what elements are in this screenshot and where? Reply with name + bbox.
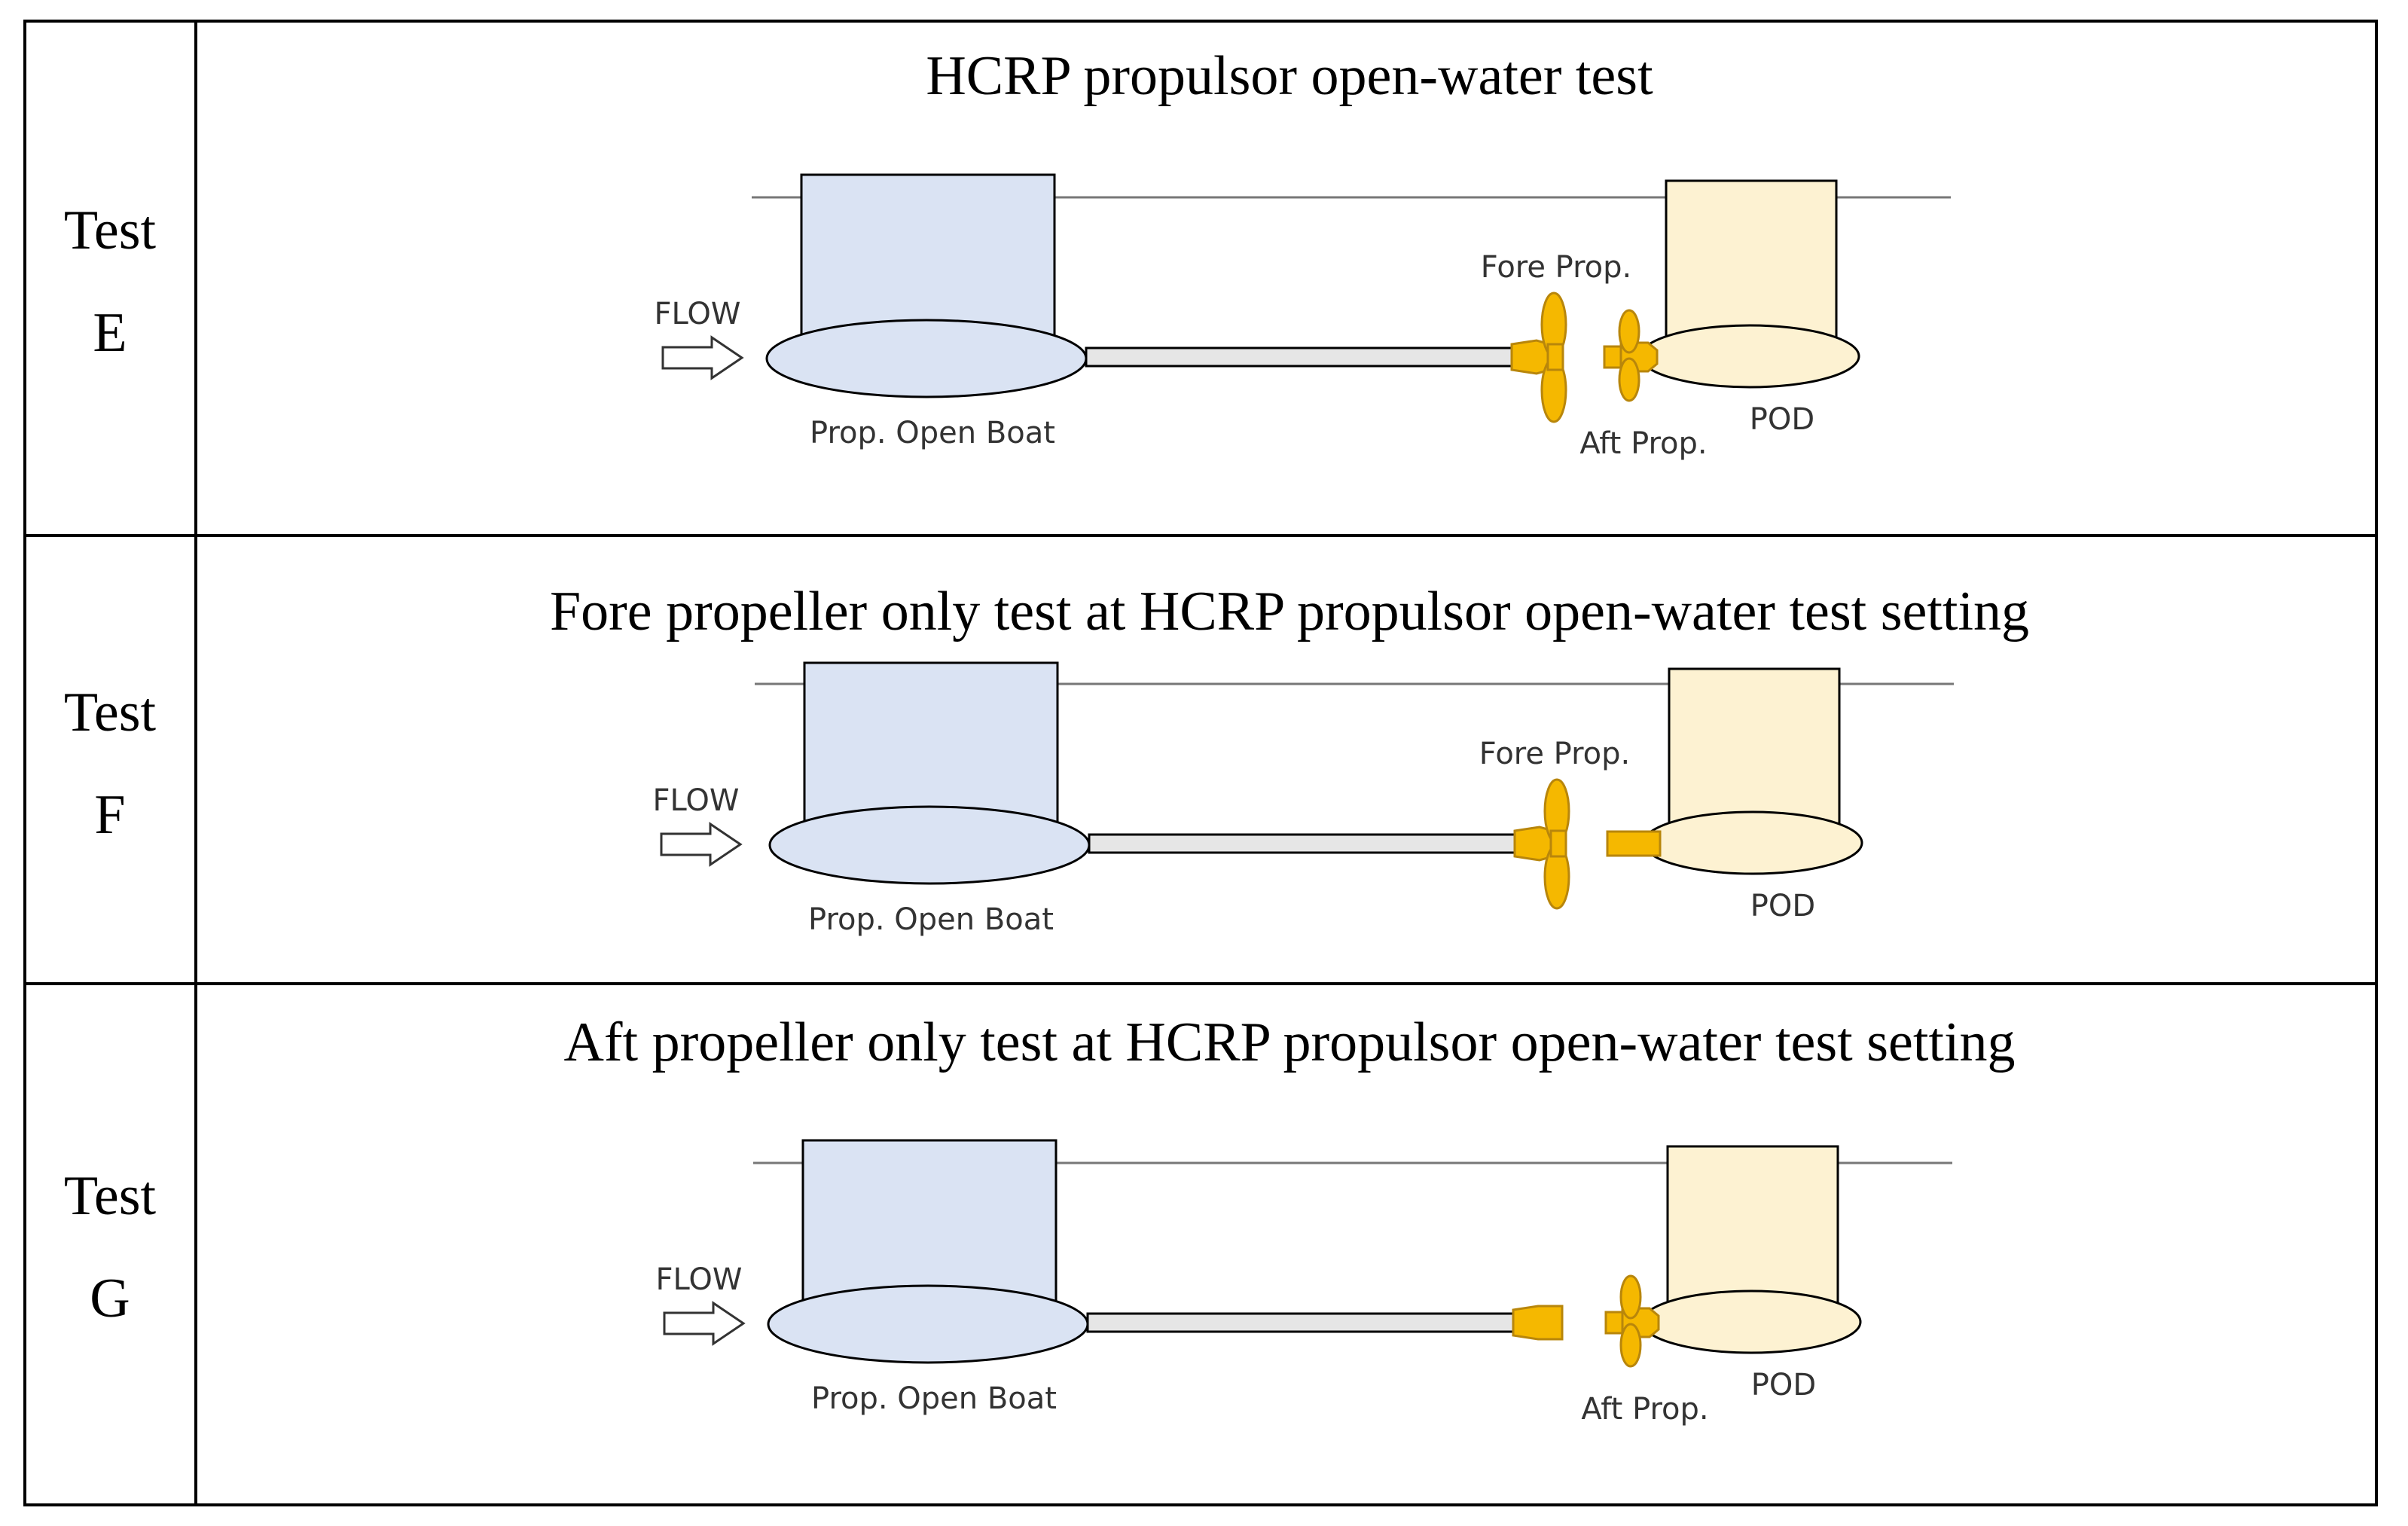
open-boat-body [765, 319, 1088, 398]
aft-prop-blade-lower [1619, 1323, 1642, 1368]
row-label-test: Test [64, 200, 157, 261]
aft-prop-blade-upper [1619, 1274, 1642, 1320]
row-label-id: F [94, 784, 125, 846]
aft-prop-front-cap [1604, 1311, 1624, 1335]
flow-arrow-icon [660, 822, 743, 867]
schematic: FLOW Prop. Open Boat POD Fore Prop. [653, 661, 1954, 937]
shaft [1088, 833, 1516, 854]
aft-prop-label: Aft Prop. [1581, 1392, 1708, 1427]
aft-prop-label: Aft Prop. [1579, 426, 1707, 461]
schematic: FLOW Prop. Open Boat POD Aft Prop. [656, 1139, 1952, 1427]
row-title: HCRP propulsor open-water test [926, 45, 1653, 107]
row-label-id: E [93, 302, 127, 364]
fore-hub-cap-icon [1512, 1305, 1564, 1341]
pod-strut [1666, 1145, 1839, 1314]
fore-hub-cap [1512, 1305, 1564, 1341]
pod-strut [1665, 179, 1838, 348]
boat-strut [803, 661, 1059, 832]
boat-strut [801, 1139, 1058, 1311]
open-boat-label: Prop. Open Boat [810, 416, 1055, 450]
flow-label: FLOW [653, 783, 740, 818]
flow-label: FLOW [655, 297, 741, 331]
aft-hub-cap-icon [1606, 830, 1662, 857]
aft-hub-cap [1606, 830, 1662, 857]
flow-label: FLOW [656, 1262, 743, 1297]
flow-arrow-icon [661, 335, 744, 380]
pod-body [1640, 1289, 1862, 1354]
open-boat-label: Prop. Open Boat [808, 902, 1054, 937]
pod-label: POD [1751, 1368, 1816, 1402]
pod-body [1642, 810, 1863, 875]
fore-propeller-icon [1510, 291, 1567, 423]
fore-prop-boss [1549, 829, 1567, 858]
pod-strut [1668, 667, 1841, 835]
pod-body [1639, 324, 1860, 389]
aft-prop-blade-upper [1618, 309, 1640, 354]
fore-propeller-icon [1513, 778, 1570, 910]
pod-label: POD [1750, 889, 1815, 923]
row-test-e: Test E HCRP propulsor open-water test [64, 45, 1951, 461]
row-test-g: Test G Aft propeller only test at HCRP p… [64, 1012, 2016, 1427]
aft-propeller-icon [1604, 1274, 1660, 1368]
row-label-test: Test [64, 1165, 157, 1227]
table-border [23, 20, 2378, 1506]
aft-prop-front-cap [1603, 345, 1622, 369]
row-label-test: Test [64, 682, 157, 743]
open-boat-body [768, 805, 1091, 885]
shaft [1085, 346, 1513, 368]
row-title: Aft propeller only test at HCRP propulso… [563, 1012, 2015, 1073]
pod-label: POD [1750, 402, 1814, 437]
flow-arrow-icon [663, 1301, 746, 1346]
fore-prop-label: Fore Prop. [1481, 250, 1632, 285]
fore-prop-label: Fore Prop. [1479, 737, 1631, 771]
row-test-f: Test F Fore propeller only test at HCRP … [64, 581, 2029, 937]
row-label-id: G [90, 1268, 130, 1329]
shaft [1086, 1312, 1515, 1333]
boat-strut [800, 173, 1056, 346]
row-title: Fore propeller only test at HCRP propuls… [550, 581, 2029, 642]
open-boat-label: Prop. Open Boat [811, 1381, 1057, 1416]
schematic: FLOW Prop. Open Boat POD Fore Prop. Aft … [655, 173, 1951, 461]
open-boat-body [767, 1284, 1089, 1364]
fore-prop-boss [1546, 343, 1564, 371]
aft-propeller-icon [1603, 309, 1659, 402]
aft-prop-blade-lower [1618, 357, 1640, 402]
table-frame [23, 20, 2378, 1506]
